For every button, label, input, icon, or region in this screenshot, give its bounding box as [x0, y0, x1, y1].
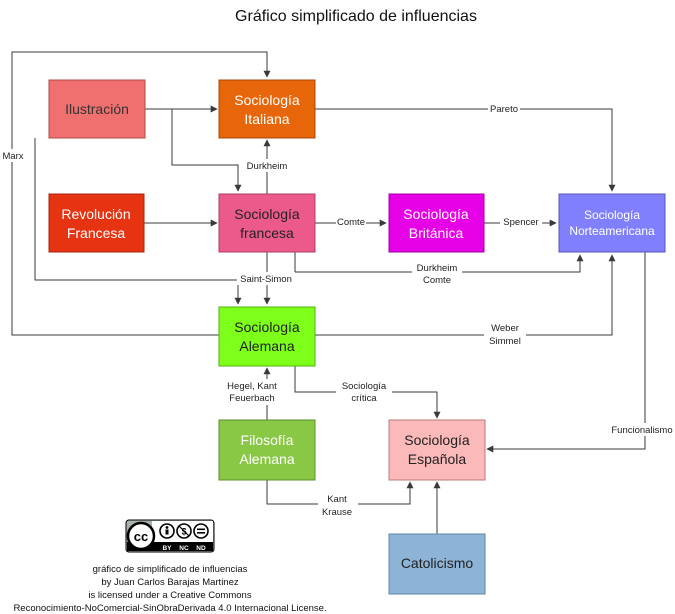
edge-label-pareto: Pareto	[490, 104, 518, 115]
edge-label-kant-krause-1: Kant	[327, 494, 347, 505]
edge-alemana-norteamericana	[315, 254, 616, 336]
node-italiana-line-2: Italiana	[244, 111, 289, 127]
cc-icon: cc	[134, 529, 148, 544]
edge-label-hegel-kant-1: Hegel, Kant	[227, 381, 277, 392]
license-line-2: by Juan Carlos Barajas Martinez	[101, 577, 239, 588]
node-filosofia-line-2: Alemana	[239, 451, 294, 467]
node-sociologia-francesa: Sociología francesa	[218, 193, 316, 253]
edge-label-funcionalismo: Funcionalismo	[611, 425, 672, 436]
edge-label-kant-krause-2: Krause	[322, 507, 352, 518]
node-britanica-line-1: Sociología	[403, 206, 469, 222]
node-catolicismo: Catolicismo	[388, 533, 486, 595]
edge-labels: Marx Pareto Durkheim Comte Spencer Saint…	[2, 102, 675, 518]
badge-nc: NC	[179, 545, 189, 552]
node-sociologia-italiana: Sociología Italiana	[218, 79, 316, 139]
node-espanola-line-2: Española	[408, 451, 467, 467]
nd-icon	[193, 523, 209, 539]
diagram-title: Gráfico simplificado de influencias	[235, 8, 477, 25]
node-britanica-line-2: Británica	[409, 225, 464, 241]
node-alemana-line-1: Sociología	[234, 319, 300, 335]
node-filosofia-line-1: Filosofía	[241, 432, 294, 448]
node-alemana-line-2: Alemana	[239, 338, 294, 354]
node-filosofia-alemana: Filosofía Alemana	[218, 419, 316, 481]
node-revolucion-francesa: Revolución Francesa	[48, 193, 145, 253]
edge-label-saint-simon: Saint-Simon	[240, 274, 292, 285]
node-ilustracion: Ilustración	[48, 79, 146, 139]
edge-label-weber-simmel-2: Simmel	[489, 336, 521, 347]
edge-label-spencer: Spencer	[503, 217, 538, 228]
edge-label-weber-simmel-1: Weber	[491, 323, 519, 334]
edge-marx	[11, 51, 271, 336]
node-espanola-line-1: Sociología	[404, 432, 470, 448]
edge-label-durkheim-comte-2: Comte	[423, 275, 451, 286]
edge-label-durkheim: Durkheim	[247, 161, 288, 172]
node-catolicismo-label: Catolicismo	[401, 555, 474, 571]
node-revolucion-line-1: Revolución	[61, 206, 130, 222]
edge-label-marx: Marx	[2, 151, 23, 162]
node-francesa-line-2: francesa	[240, 225, 294, 241]
node-francesa-line-1: Sociología	[234, 206, 300, 222]
edge-label-durkheim-comte-1: Durkheim	[417, 263, 458, 274]
node-sociologia-alemana: Sociología Alemana	[218, 306, 316, 367]
edge-label-sociologia-critica-1: Sociología	[342, 381, 387, 392]
edge-label-comte: Comte	[337, 217, 365, 228]
node-sociologia-britanica: Sociología Británica	[388, 193, 485, 253]
edge-norteamericana-espanola	[486, 252, 646, 453]
edge-label-hegel-kant-2: Feuerbach	[229, 393, 274, 404]
node-italiana-line-1: Sociología	[234, 92, 300, 108]
node-norteamericana-line-1: Sociología	[584, 208, 640, 222]
node-revolucion-line-2: Francesa	[67, 225, 126, 241]
edge-ilustracion-alemana	[34, 138, 242, 305]
node-sociologia-norteamericana: Sociología Norteamericana	[558, 193, 666, 253]
edge-label-sociologia-critica-2: crítica	[351, 393, 377, 404]
license-line-1: gráfico de simplificado de influencias	[93, 564, 248, 575]
node-norteamericana-line-2: Norteamericana	[569, 224, 655, 238]
edge-italiana-norteamericana	[315, 108, 616, 192]
badge-nd: ND	[196, 545, 206, 552]
license-line-3[interactable]: is licensed under a Creative Commons	[88, 590, 251, 601]
edge-ilustracion-francesa	[171, 109, 242, 192]
license-line-4[interactable]: Reconocimiento-NoComercial-SinObraDeriva…	[13, 603, 326, 614]
node-ilustracion-label: Ilustración	[65, 101, 129, 117]
node-sociologia-espanola: Sociología Española	[388, 419, 486, 481]
cc-license-badge[interactable]: cc $ BY NC ND	[125, 519, 215, 553]
license-text: gráfico de simplificado de influencias b…	[13, 564, 326, 614]
badge-by: BY	[162, 545, 172, 552]
nodes: Ilustración Sociología Italiana Revoluci…	[48, 79, 666, 595]
